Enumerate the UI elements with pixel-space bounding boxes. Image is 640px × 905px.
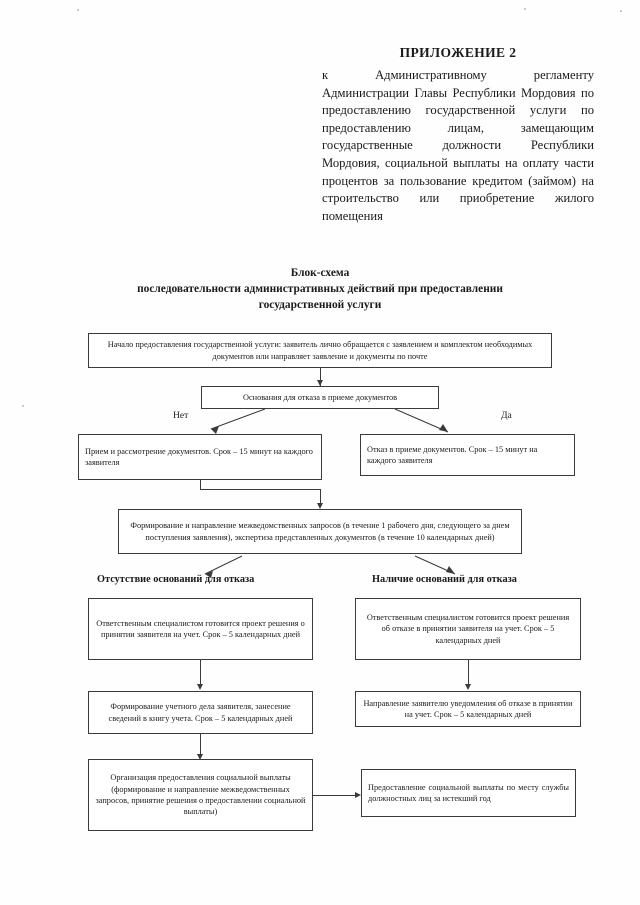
flow-box-left-draft-decision-text: Ответственным специалистом готовится про…: [96, 618, 305, 639]
connector-left-2-to-3: [200, 734, 201, 756]
scheme-title-line-2: последовательности административных дейс…: [137, 283, 503, 295]
branch-label-yes: Да: [501, 410, 512, 421]
connector-left3-to-right3: [313, 795, 357, 796]
arrow-left3-to-right3: [355, 791, 361, 798]
interdept-line-1: Формирование и направление межведомствен…: [130, 521, 436, 531]
scheme-title: Блок-схема последовательности администра…: [60, 265, 580, 313]
interdept-line-2: следующего за днем поступления заявления…: [145, 521, 510, 542]
scan-speck: [22, 405, 24, 407]
flow-box-right-final-payment-text: Предоставление социальной выплаты по мес…: [368, 782, 569, 803]
flow-box-left-organize-payment-text: Организация предоставления социальной вы…: [95, 773, 306, 817]
appendix-header: ПРИЛОЖЕНИЕ 2 к Административному регламе…: [322, 45, 594, 225]
scan-speck: [524, 8, 526, 10]
scheme-title-line-1: Блок-схема: [290, 267, 350, 279]
flow-box-right-final-payment: Предоставление социальной выплаты по мес…: [361, 769, 576, 817]
flow-box-right-notification: Направление заявителю уведомления об отк…: [355, 691, 581, 727]
flow-box-interdepartmental-text: Формирование и направление межведомствен…: [125, 520, 515, 543]
arrow-start-to-decision: [316, 380, 323, 386]
appendix-body-text: к Административному регламенту Администр…: [322, 68, 594, 223]
flow-box-start: Начало предоставления государственной ус…: [88, 333, 552, 368]
arrow-left-2-to-3: [196, 754, 203, 760]
flow-box-interdepartmental: Формирование и направление межведомствен…: [118, 509, 522, 554]
appendix-title: ПРИЛОЖЕНИЕ 2: [399, 45, 517, 60]
flow-box-right-draft-refusal: Ответственным специалистом готовится про…: [355, 598, 581, 660]
flow-box-right-notification-text: Направление заявителю уведомления об отк…: [363, 698, 573, 719]
connector-decision-branches: [210, 408, 449, 434]
flow-box-refuse-text: Отказ в приеме документов. Срок – 15 мин…: [367, 444, 538, 465]
scan-speck: [620, 10, 622, 12]
connector-center-down: [320, 489, 321, 507]
flow-box-decision-text: Основания для отказа в приеме документов: [242, 392, 398, 402]
flow-box-right-draft-refusal-text: Ответственным специалистом готовится про…: [366, 612, 570, 645]
connector-accept-down: [200, 480, 201, 490]
connector-left-1-to-2: [200, 660, 201, 686]
flow-box-refuse: Отказ в приеме документов. Срок – 15 мин…: [360, 434, 575, 476]
connector-start-to-decision: [320, 368, 321, 386]
section-header-has-grounds: Наличие оснований для отказа: [372, 574, 517, 585]
scan-speck: [77, 9, 79, 11]
arrow-to-interdept: [316, 503, 323, 509]
flow-box-accept: Прием и рассмотрение документов. Срок – …: [78, 434, 322, 480]
connector-interdept-branches: [204, 555, 456, 578]
flow-box-left-organize-payment: Организация предоставления социальной вы…: [88, 759, 313, 831]
arrow-left-1-to-2: [196, 684, 203, 690]
interdept-line-3: (в течение 10 календарных дней): [378, 532, 495, 542]
scheme-title-line-3: государственной услуги: [258, 299, 382, 311]
flow-box-left-case-file: Формирование учетного дела заявителя, за…: [88, 691, 313, 734]
flow-box-decision: Основания для отказа в приеме документов: [201, 386, 439, 409]
flow-box-left-case-file-text: Формирование учетного дела заявителя, за…: [108, 702, 293, 723]
flow-box-left-draft-decision: Ответственным специалистом готовится про…: [88, 598, 313, 660]
branch-label-no: Нет: [173, 410, 189, 421]
connector-right-1-to-2: [468, 660, 469, 686]
flow-box-start-text: Начало предоставления государственной ус…: [107, 340, 533, 361]
section-header-no-grounds: Отсутствие оснований для отказа: [97, 574, 255, 585]
connector-accept-to-center: [200, 489, 320, 490]
flow-box-accept-text: Прием и рассмотрение документов. Срок – …: [85, 446, 313, 467]
arrow-right-1-to-2: [464, 684, 471, 690]
